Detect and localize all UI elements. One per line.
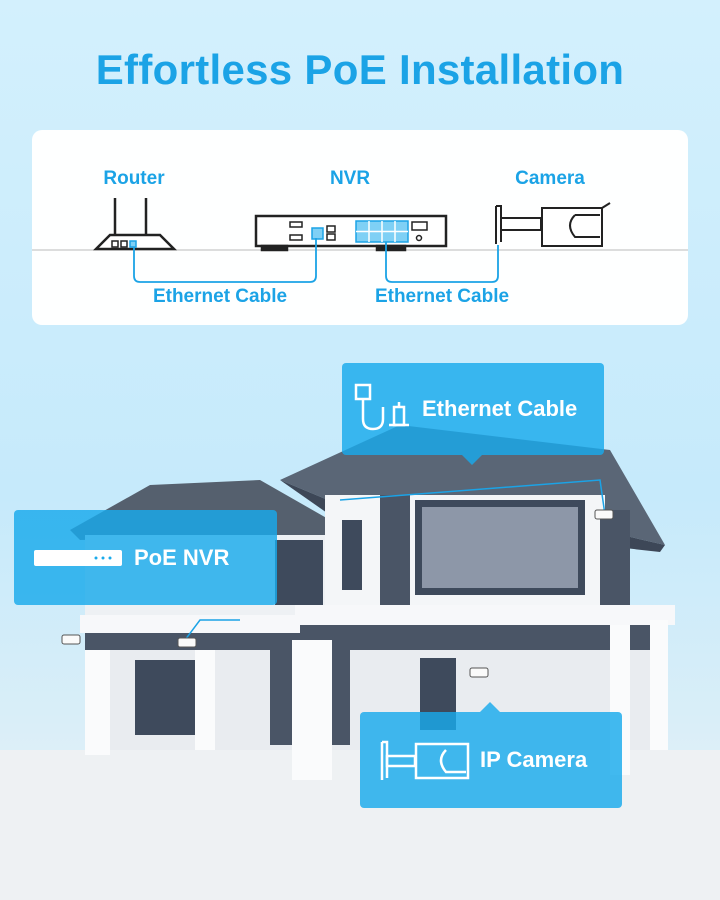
callout-pointer <box>480 702 500 712</box>
callout-pointer <box>462 455 482 465</box>
nvr-label: NVR <box>329 168 371 189</box>
ip-camera-callout-label: IP Camera <box>480 747 588 772</box>
page-title: Effortless PoE Installation <box>95 46 625 93</box>
ethernet-cable-callout: Ethernet Cable <box>342 363 604 455</box>
connection-diagram <box>32 198 688 283</box>
camera-icon <box>495 202 611 247</box>
camera-icon <box>61 509 614 678</box>
nvr-icon <box>34 549 122 566</box>
ethernet-cable-lines <box>133 238 499 283</box>
cable-label-2: Ethernet Cable <box>374 286 510 307</box>
ethernet-cable-callout-label: Ethernet Cable <box>422 396 578 421</box>
ip-camera-callout: IP Camera <box>360 712 622 808</box>
poe-nvr-callout: PoE NVR <box>14 510 277 605</box>
camera-label: Camera <box>515 168 585 189</box>
router-icon <box>92 198 178 251</box>
router-label: Router <box>103 168 165 189</box>
poe-nvr-callout-label: PoE NVR <box>134 544 230 570</box>
camera-icon <box>380 740 470 780</box>
ethernet-plug-icon <box>354 383 409 431</box>
cable-label-1: Ethernet Cable <box>152 286 288 307</box>
nvr-icon <box>254 214 448 252</box>
